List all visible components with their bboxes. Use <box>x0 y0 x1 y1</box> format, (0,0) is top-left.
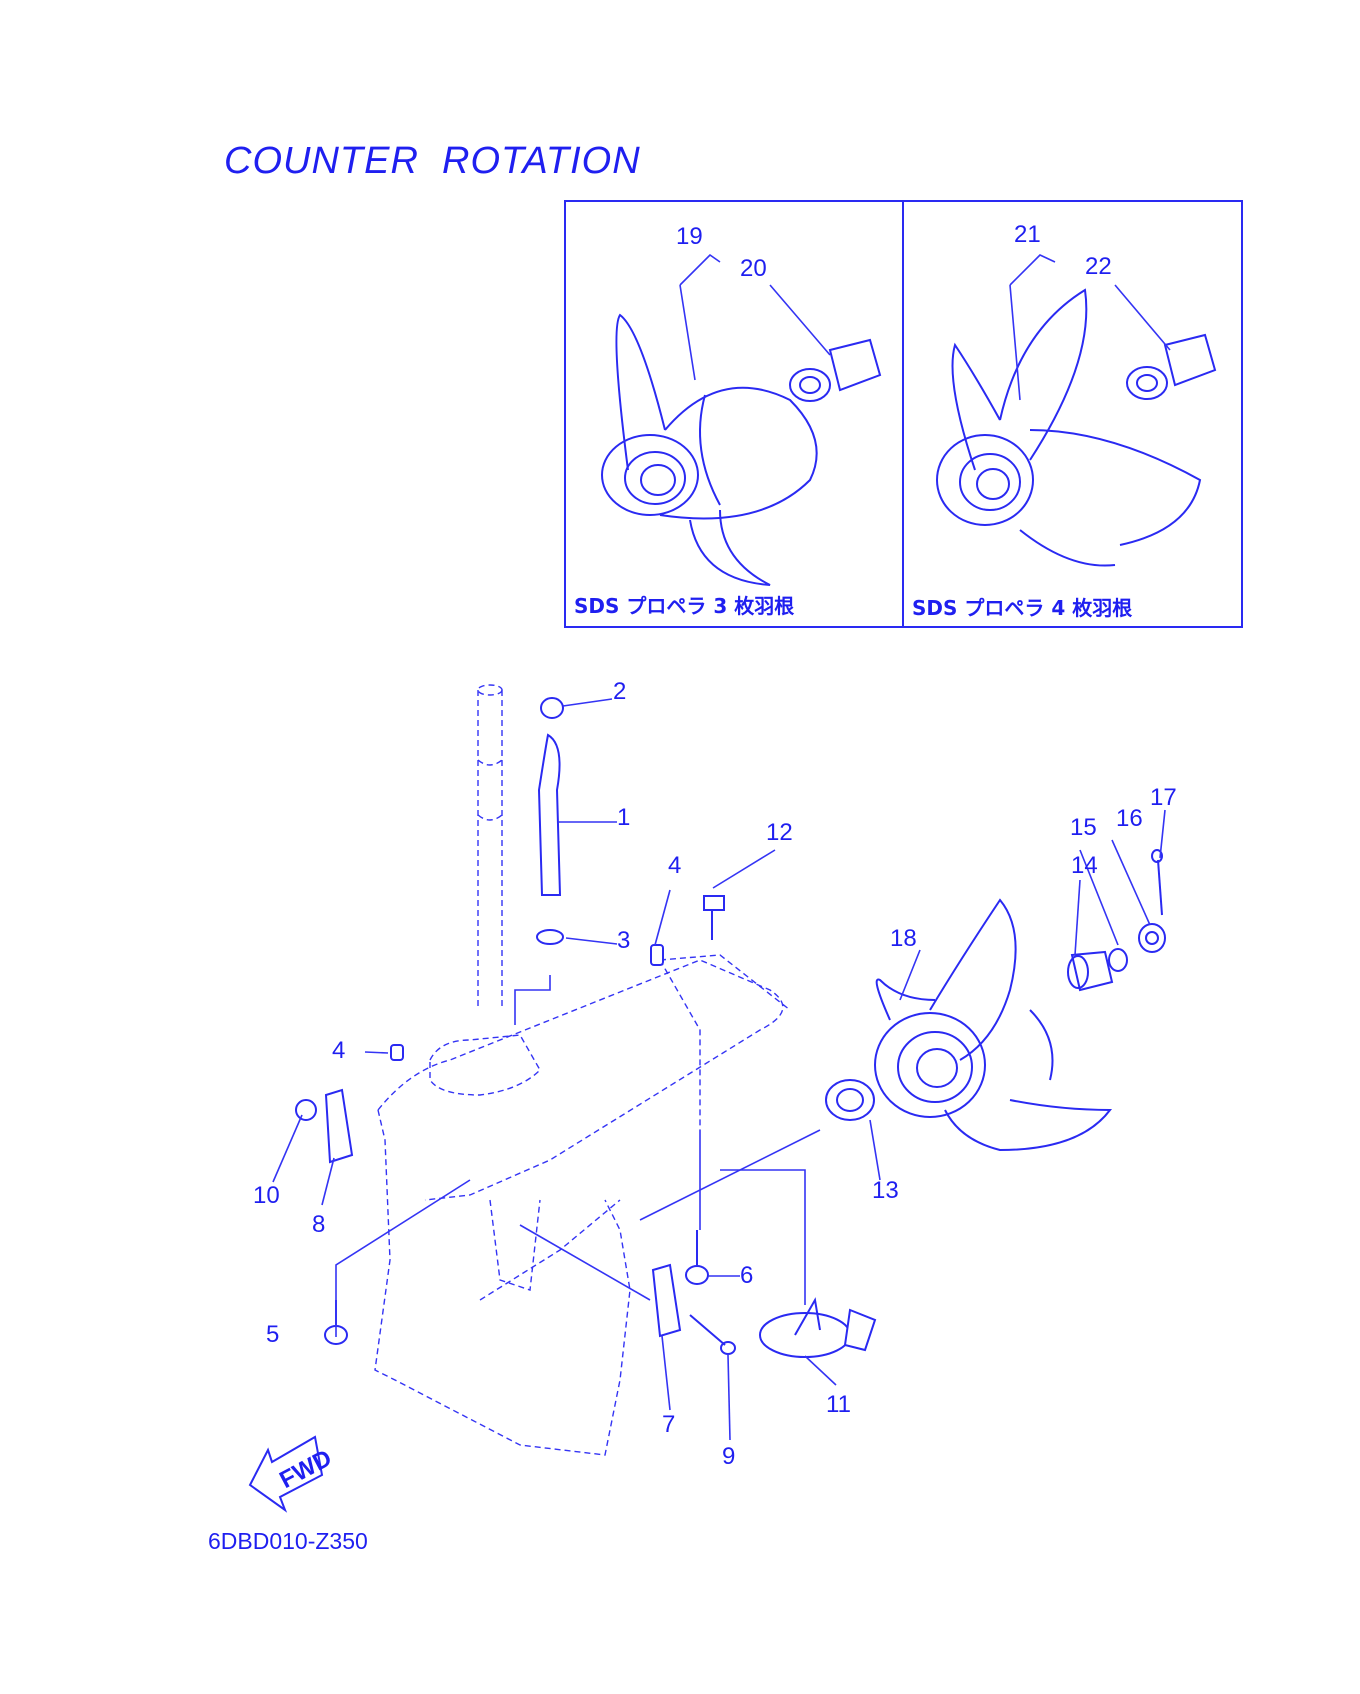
callout-3: 3 <box>617 927 630 954</box>
callout-6: 6 <box>740 1262 753 1289</box>
propeller-4-blade-drawing <box>936 288 1202 567</box>
inset-left-caption: SDS プロペラ 3 枚羽根 <box>574 594 795 618</box>
callout-10: 10 <box>253 1182 280 1209</box>
callout-22: 22 <box>1085 253 1112 280</box>
diagram-title: COUNTER ROTATION <box>224 140 641 182</box>
small-parts-drawing <box>295 849 1166 1358</box>
callout-4-upper: 4 <box>668 852 681 879</box>
drive-shaft-drawing <box>477 684 503 1010</box>
callout-19: 19 <box>676 223 703 250</box>
callout-18: 18 <box>890 925 917 952</box>
callout-1: 1 <box>617 804 630 831</box>
propeller-inset-frame <box>564 200 1243 628</box>
inset-right-caption: SDS プロペラ 4 枚羽根 <box>912 596 1133 620</box>
inset-leader-lines <box>679 253 1171 401</box>
diagram-code: 6DBD010-Z350 <box>208 1528 368 1554</box>
callout-7: 7 <box>662 1411 675 1438</box>
callout-16: 16 <box>1116 805 1143 832</box>
propeller-main-drawing <box>874 898 1113 1152</box>
lower-gear-case-drawing <box>374 954 791 1456</box>
callout-12: 12 <box>766 819 793 846</box>
propeller-3-blade-drawing <box>601 313 818 586</box>
callout-14: 14 <box>1071 852 1098 879</box>
fwd-label: FWD <box>275 1444 336 1493</box>
callout-21: 21 <box>1014 221 1041 248</box>
callout-15: 15 <box>1070 814 1097 841</box>
callout-2: 2 <box>613 678 626 705</box>
callout-20: 20 <box>740 255 767 282</box>
fwd-arrow: FWD <box>248 1435 336 1513</box>
callout-leader-lines <box>272 698 1166 1441</box>
water-tube-drawing <box>514 697 564 1025</box>
callout-4-lower: 4 <box>332 1037 345 1064</box>
callout-numbers: 19 20 21 22 2 1 3 4 12 4 10 8 5 6 7 9 11… <box>253 221 1177 1470</box>
callout-9: 9 <box>722 1443 735 1470</box>
callout-5: 5 <box>266 1321 279 1348</box>
callout-8: 8 <box>312 1211 325 1238</box>
spline-washer-20-drawing <box>789 338 882 402</box>
spline-washer-22-drawing <box>1126 333 1217 400</box>
callout-13: 13 <box>872 1177 899 1204</box>
callout-17: 17 <box>1150 784 1177 811</box>
callout-11: 11 <box>826 1391 851 1418</box>
